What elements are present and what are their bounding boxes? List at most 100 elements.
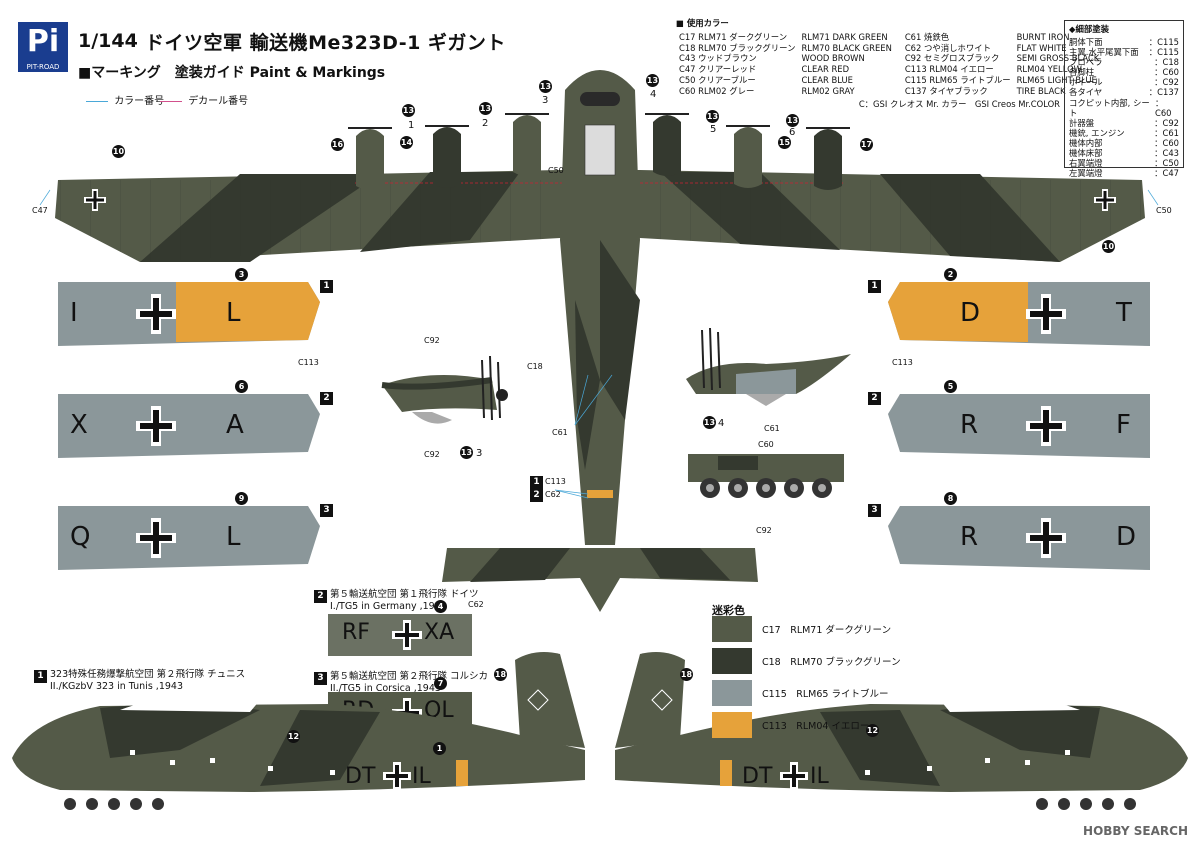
camo-swatch-row: C17 RLM71 ダークグリーン (712, 616, 891, 642)
decal-13-engine-left: 13 (460, 446, 473, 459)
detail-part: ホイール (1069, 77, 1103, 88)
decal-18-left: 18 (494, 668, 507, 681)
caption-3-jp: 第５輸送航空団 第２飛行隊 コルシカ (330, 671, 489, 682)
camo-swatch-row: C115 RLM65 ライトブルー (712, 680, 888, 706)
marking-option-badge: 1 (868, 280, 881, 293)
side-views (12, 652, 1188, 810)
side-view-right (615, 652, 1188, 810)
caption-2-badge: 2 (314, 590, 327, 603)
detail-color: ：C60 (1154, 97, 1172, 118)
decal-13-engine4: 13 (646, 74, 659, 87)
legend-color-number: カラー番号 (86, 92, 164, 107)
side-right-code-b: IL (810, 764, 829, 789)
decal-10-right: 10 (1102, 240, 1115, 253)
decal-10-left: 10 (112, 145, 125, 158)
decal-12-right: 12 (866, 724, 879, 737)
wing-letter-inner: F (1116, 410, 1131, 440)
legend-decal-number: デカール番号 (160, 92, 248, 107)
detail-part: 左翼端燈 (1069, 168, 1103, 179)
caption-3: 第５輸送航空団 第２飛行隊 コルシカ II./TG5 in Corsica ,1… (330, 671, 488, 695)
wing-decal-number: 2 (944, 268, 957, 281)
decal-7: 7 (434, 677, 447, 690)
paint-list-heading: ■ 使用カラー (676, 18, 729, 28)
detail-row: 右翼端燈：C50 (1065, 158, 1183, 168)
legend-color-label: カラー番号 (114, 96, 165, 107)
decal-4: 4 (434, 600, 447, 613)
decal-13-engine2: 13 (479, 102, 492, 115)
wingtip-left-ref: C47 (32, 206, 48, 215)
camo-swatch (712, 648, 752, 674)
detail-part: 機体床部 (1069, 148, 1103, 159)
decal-13-engine3: 13 (539, 80, 552, 93)
detail-part: 機銃, エンジン (1069, 127, 1125, 138)
caption-1-badge: 1 (34, 670, 47, 683)
wing-letter-outer: R (960, 522, 979, 552)
marking-option-badge: 2 (868, 392, 881, 405)
engine-1-label: 1 (408, 120, 415, 131)
detail-part: 胴体下面 (1069, 37, 1103, 47)
leader-blue-sample (86, 100, 108, 102)
marking-option-badge: 3 (320, 504, 333, 517)
marking-option-badge: 1 (320, 280, 333, 293)
wing-shape (58, 282, 320, 346)
detail-color: ：C18 (1154, 57, 1179, 68)
wing-shape (58, 394, 320, 458)
engine-3-label: 3 (542, 95, 549, 106)
paint-cell: C113 RLM04 イエロー (904, 64, 994, 75)
detail-row: 機銃, エンジン：C61 (1065, 128, 1183, 138)
engine-detail-right (686, 327, 851, 406)
paint-cell: C17 RLM71 ダークグリーン (679, 31, 788, 42)
detail-part: 各タイヤ (1069, 87, 1103, 98)
paint-footnote: C：GSI クレオス Mr. カラー GSI Creos Mr.COLOR (858, 98, 1060, 109)
side-view-left (12, 652, 585, 810)
side-right-balkenkreuz (780, 762, 808, 790)
band-badge-1: 1 (530, 476, 543, 489)
balkenkreuz (1026, 294, 1066, 334)
fuselage-burnt-iron-ref: C61 (552, 428, 568, 437)
detail-color: ：C92 (1154, 117, 1179, 128)
paint-cell: CLEAR BLUE (801, 74, 853, 85)
detail-part: 各脚柱 (1069, 67, 1095, 78)
page-title: ドイツ空軍 輸送機Me323D-1 ギガント (145, 32, 506, 54)
engine-nacelle (726, 125, 770, 188)
detail-color: ：C60 (1154, 67, 1179, 78)
wing-cross-right (1094, 189, 1116, 211)
detail-color: ：C115 (1148, 47, 1179, 58)
fuselage-code-panel-2: RF XA (328, 614, 472, 656)
detail-part: 計器盤 (1069, 117, 1095, 128)
paint-cell: BURNT IRON (1016, 31, 1070, 42)
decal-13-engine-right: 13 (703, 416, 716, 429)
code-2-right: XA (424, 620, 455, 645)
engine-right-ref: C61 (764, 424, 780, 433)
detail-part: 機体内部 (1069, 137, 1103, 148)
balkenkreuz (1026, 518, 1066, 558)
paint-cell: RLM02 GRAY (801, 85, 855, 96)
detail-part: 主翼.水平尾翼下面 (1069, 47, 1139, 58)
paint-cell: C50 クリアーブルー (679, 74, 756, 85)
detail-color: ：C92 (1154, 77, 1179, 88)
engine-6-label: 6 (789, 127, 796, 138)
decal-13-engine6: 13 (786, 114, 799, 127)
wing-letter-inner: L (226, 522, 241, 552)
wing-shape (58, 506, 320, 570)
code-2-left: RF (342, 620, 370, 645)
detail-part: 右翼端燈 (1069, 158, 1103, 169)
wing-decal-number: 3 (235, 268, 248, 281)
camo-swatch-label: C17 RLM71 ダークグリーン (762, 625, 892, 636)
inner-wing-ref: C50 (548, 166, 564, 175)
detail-row: 胴体下面：C115 (1065, 37, 1183, 47)
detail-color: ：C137 (1148, 87, 1179, 98)
paint-cell: SEMI GROSS BLACK (1016, 53, 1100, 64)
decal-1: 1 (433, 742, 446, 755)
paint-cell: FLAT WHITE (1016, 42, 1067, 53)
wing-color-ref: C113 (892, 358, 913, 367)
detail-row: 左翼端燈：C47 (1065, 168, 1183, 178)
